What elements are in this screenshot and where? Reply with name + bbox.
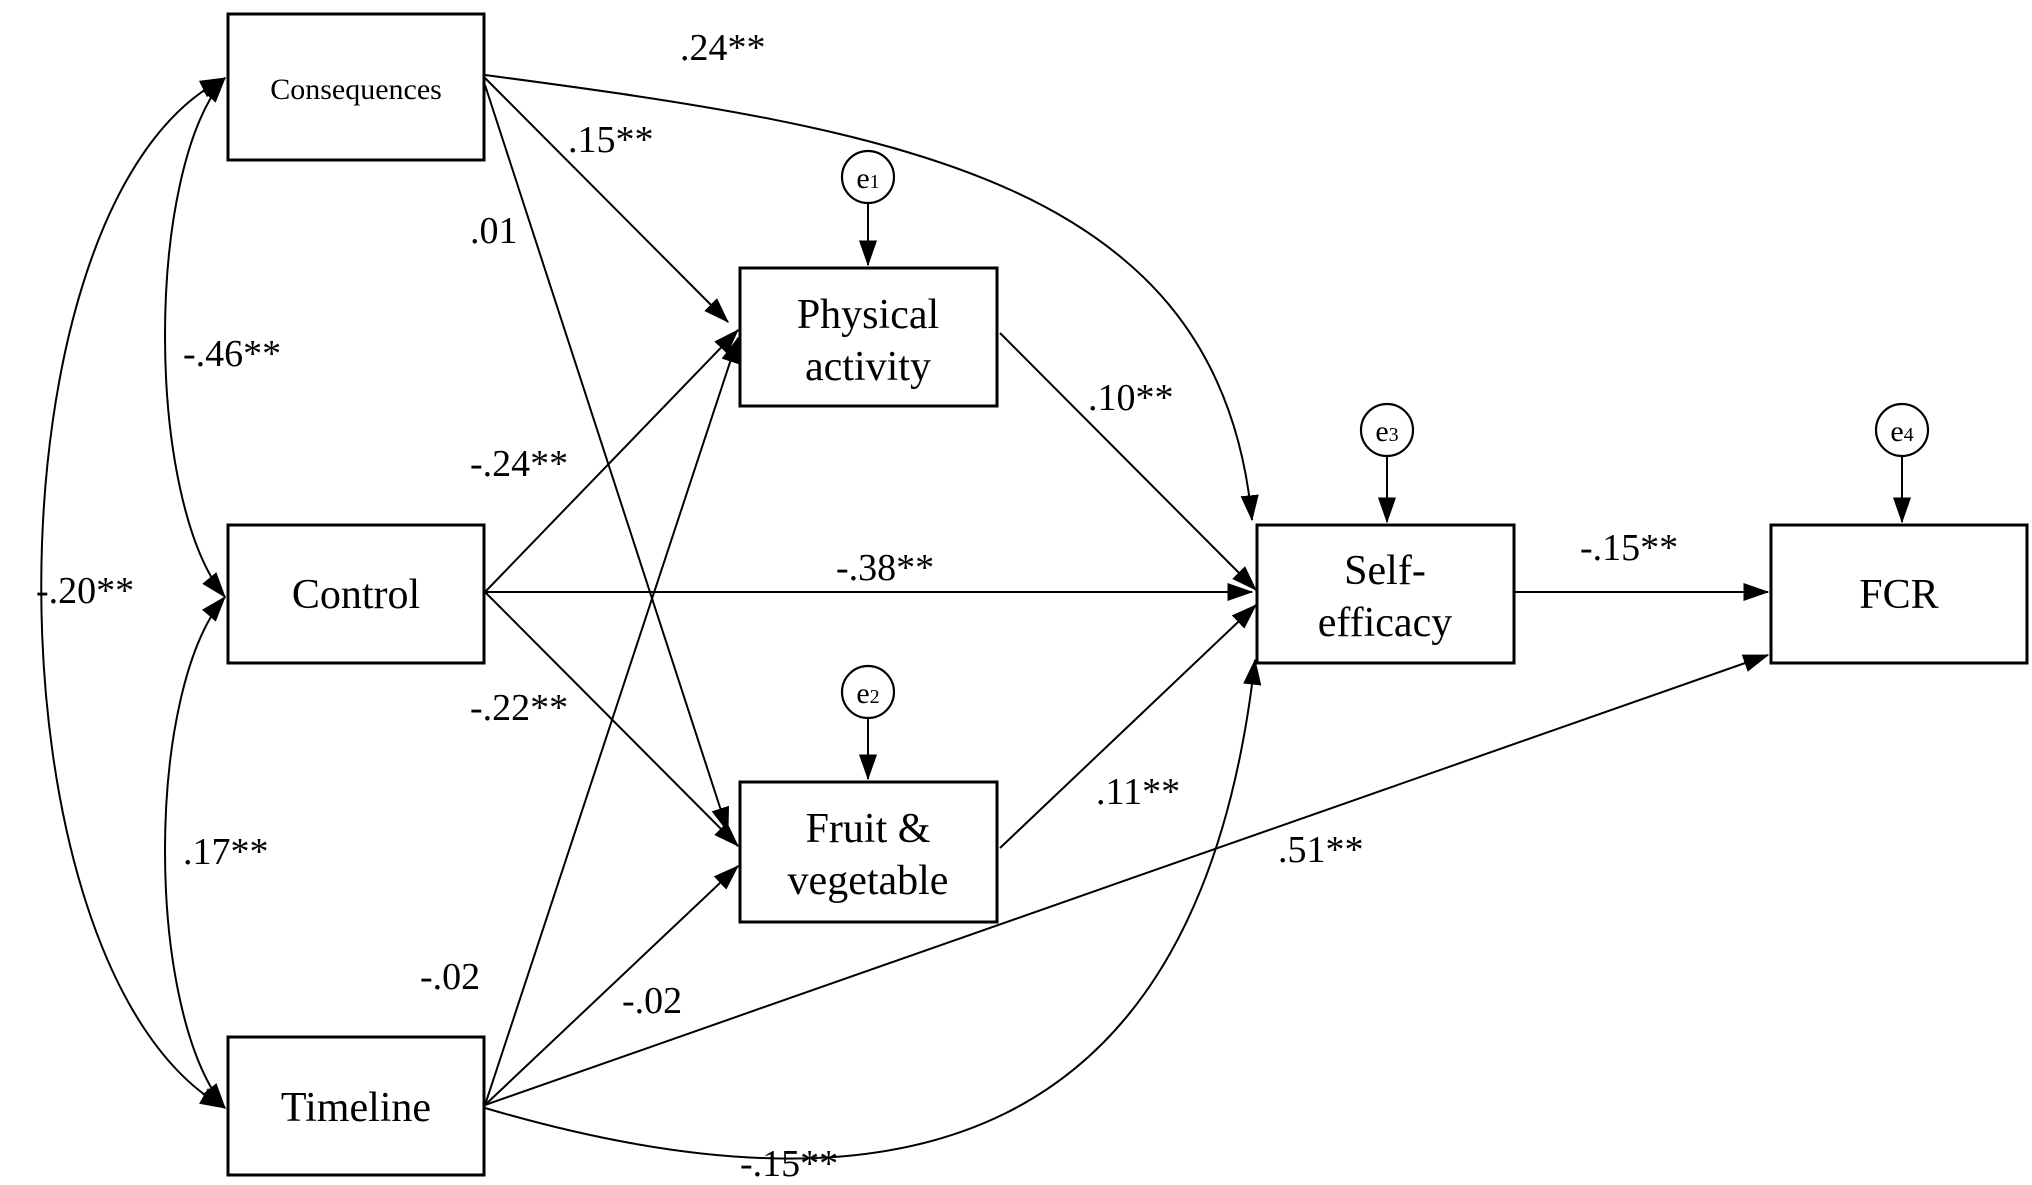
error-label-e4: e4 bbox=[1890, 415, 1913, 448]
node-fcr bbox=[1769, 523, 2029, 665]
node-self-efficacy-line1: Self- bbox=[1344, 548, 1426, 594]
path-control-physical bbox=[484, 329, 739, 593]
path-physical-selfefficacy bbox=[999, 332, 1257, 591]
coef-fv-selfeff: .11** bbox=[1096, 771, 1180, 813]
node-self-efficacy-line2: efficacy bbox=[1318, 600, 1452, 646]
coef-control-selfeff: -.38** bbox=[836, 547, 934, 589]
path-timeline-fcr bbox=[484, 654, 1770, 1106]
coef-timeline-fcr: .51** bbox=[1278, 829, 1364, 871]
path-consequences-physical bbox=[484, 77, 729, 323]
path-consequences-fruit bbox=[484, 84, 730, 834]
node-fruit-vegetable-line2: vegetable bbox=[788, 858, 949, 904]
coef-cons-pa: .15** bbox=[568, 119, 654, 161]
coef-timeline-fv: -.02 bbox=[622, 980, 682, 1022]
coef-control-pa: -.24** bbox=[470, 443, 568, 485]
path-timeline-selfefficacy bbox=[484, 658, 1262, 1160]
corr-control-timeline bbox=[164, 596, 226, 1110]
node-fruit-vegetable bbox=[738, 780, 999, 924]
error-e4 bbox=[1874, 402, 1930, 458]
node-fcr-label: FCR bbox=[1859, 572, 1938, 618]
path-timeline-physical bbox=[484, 336, 739, 1106]
node-consequences bbox=[226, 12, 486, 162]
coef-timeline-selfeff: -.15** bbox=[740, 1143, 838, 1185]
coef-control-fv: -.22** bbox=[470, 687, 568, 729]
node-fruit-vegetable-line1: Fruit & bbox=[806, 806, 931, 852]
node-physical-activity-line1: Physical bbox=[797, 292, 939, 338]
node-physical-activity-line2: activity bbox=[805, 344, 931, 390]
error-label-e1: e1 bbox=[856, 162, 879, 195]
coef-cons-selfeff: .24** bbox=[680, 27, 766, 69]
error-e2 bbox=[840, 664, 896, 720]
path-consequences-selfefficacy bbox=[484, 74, 1259, 522]
coef-cons-timeline: -.20** bbox=[36, 570, 134, 612]
node-physical-activity bbox=[738, 266, 999, 408]
coef-cons-control: -.46** bbox=[183, 333, 281, 375]
error-label-e3: e3 bbox=[1375, 415, 1398, 448]
coef-control-timeline: .17** bbox=[183, 831, 269, 873]
error-label-e2: e2 bbox=[856, 677, 879, 710]
path-fruit-selfefficacy bbox=[999, 604, 1257, 849]
node-consequences-label: Consequences bbox=[270, 73, 442, 106]
node-self-efficacy bbox=[1255, 523, 1516, 665]
corr-consequences-timeline bbox=[40, 77, 227, 1109]
error-e1 bbox=[840, 149, 896, 205]
node-control bbox=[226, 523, 486, 665]
error-e3 bbox=[1359, 402, 1415, 458]
coef-cons-fv: .01 bbox=[470, 210, 518, 252]
node-timeline-label: Timeline bbox=[281, 1085, 431, 1131]
node-control-label: Control bbox=[292, 572, 420, 618]
coef-timeline-pa: -.02 bbox=[420, 956, 480, 998]
coef-pa-selfeff: .10** bbox=[1088, 377, 1174, 419]
path-timeline-fruit bbox=[484, 865, 739, 1106]
coef-selfeff-fcr: -.15** bbox=[1580, 527, 1678, 569]
node-timeline bbox=[226, 1035, 486, 1177]
corr-consequences-control bbox=[164, 77, 226, 599]
